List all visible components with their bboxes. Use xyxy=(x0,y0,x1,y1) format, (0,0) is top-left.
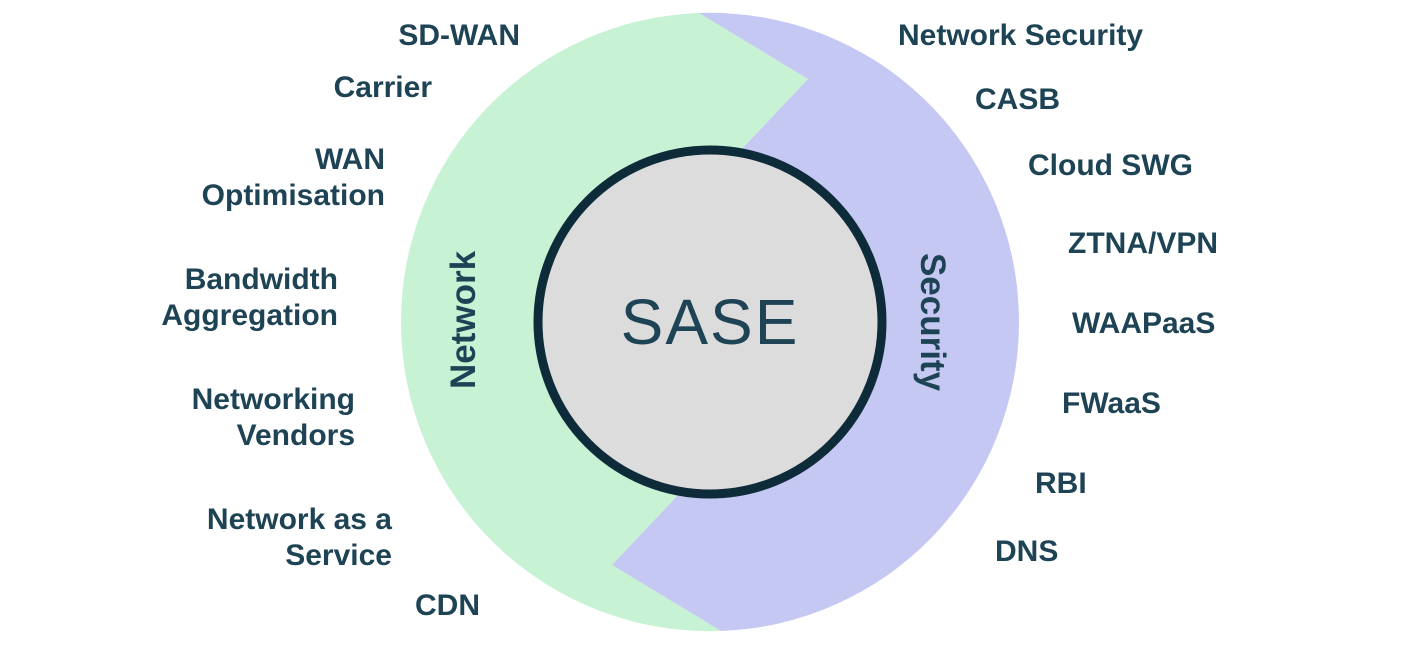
security-item-fwaas: FWaaS xyxy=(1062,387,1161,420)
sase-center-circle xyxy=(533,145,887,499)
security-item-network-security: Network Security xyxy=(898,19,1144,52)
security-item-ztna-vpn: ZTNA/VPN xyxy=(1068,227,1218,260)
network-item-bandwidth-aggregation: Bandwidth Aggregation xyxy=(161,263,338,332)
security-item-cloud-swg: Cloud SWG xyxy=(1028,149,1193,182)
security-item-waapaas: WAAPaaS xyxy=(1072,307,1216,340)
security-item-dns: DNS xyxy=(995,535,1059,568)
network-item-cdn: CDN xyxy=(415,589,480,622)
security-ring-label: Security xyxy=(913,252,952,392)
security-item-casb: CASB xyxy=(975,83,1061,116)
network-ring-label: Network xyxy=(444,250,483,390)
network-half-ring xyxy=(400,13,808,632)
sase-label: SASE xyxy=(620,286,800,358)
network-item-carrier: Carrier xyxy=(333,71,432,104)
security-item-rbi: RBI xyxy=(1035,467,1087,500)
network-item-wan-optimisation: WAN Optimisation xyxy=(201,143,385,212)
security-half-ring xyxy=(612,12,1020,632)
network-item-sd-wan: SD-WAN xyxy=(398,19,520,52)
network-item-networking-vendors: Networking Vendors xyxy=(191,383,355,452)
network-item-network-as-a-service: Network as a Service xyxy=(206,503,392,572)
